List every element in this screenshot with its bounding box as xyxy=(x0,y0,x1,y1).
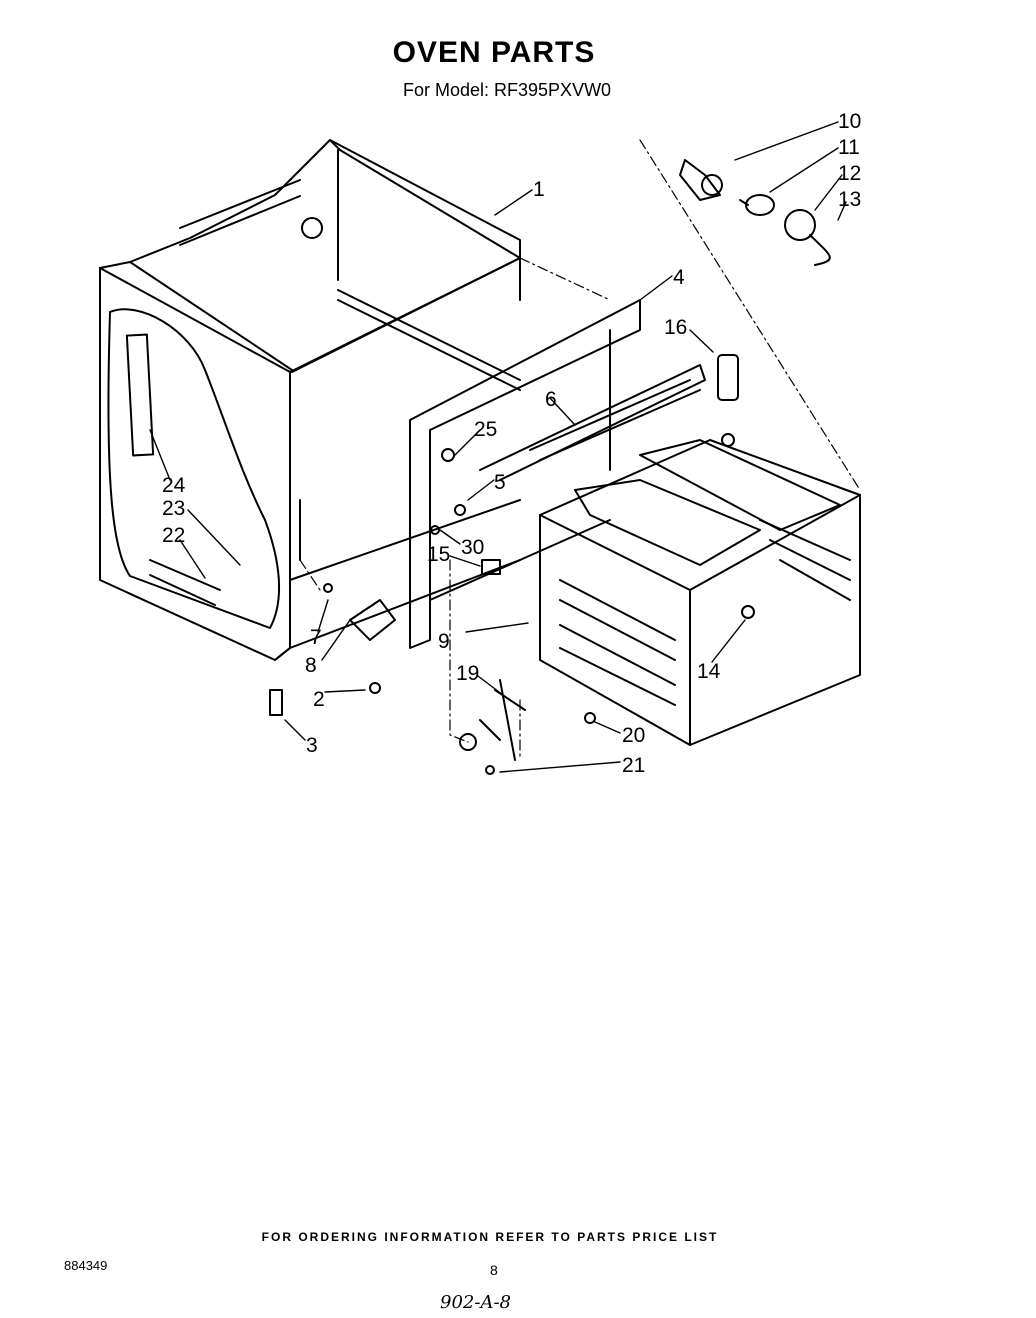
callout-10: 10 xyxy=(838,110,861,133)
callout-16: 16 xyxy=(664,316,687,339)
callout-13: 13 xyxy=(838,188,861,211)
callout-2: 2 xyxy=(313,688,325,711)
callout-11: 11 xyxy=(838,136,860,159)
callout-7: 7 xyxy=(310,626,322,649)
page-number: 8 xyxy=(490,1262,498,1278)
light-assembly xyxy=(679,159,831,266)
page-title: OVEN PARTS xyxy=(392,36,596,69)
ordering-note: FOR ORDERING INFORMATION REFER TO PARTS … xyxy=(261,1230,719,1244)
callout-14: 14 xyxy=(697,660,721,683)
callout-19: 19 xyxy=(456,662,479,685)
callout-20: 20 xyxy=(622,724,645,747)
callout-5: 5 xyxy=(494,471,506,494)
oven-cavity xyxy=(539,439,861,746)
model-line: For Model: RF395PXVW0 xyxy=(403,80,612,100)
handwritten-note: 902-A-8 xyxy=(440,1292,511,1313)
callout-25: 25 xyxy=(474,418,497,441)
callout-3: 3 xyxy=(306,734,318,757)
callout-22: 22 xyxy=(162,524,185,547)
callout-8: 8 xyxy=(305,654,317,677)
callout-12: 12 xyxy=(838,162,861,185)
callout-15: 15 xyxy=(427,543,450,566)
leader-lines xyxy=(149,121,847,773)
oven-cabinet xyxy=(99,139,521,661)
callout-24: 24 xyxy=(162,474,186,497)
assembly-lines xyxy=(299,139,861,761)
callout-6: 6 xyxy=(545,388,557,411)
callout-21: 21 xyxy=(622,754,645,777)
callout-30: 30 xyxy=(461,536,484,559)
small-parts xyxy=(269,354,739,775)
callout-9: 9 xyxy=(438,630,450,653)
callout-1: 1 xyxy=(533,178,545,201)
callout-4: 4 xyxy=(673,266,685,289)
callout-23: 23 xyxy=(162,497,185,520)
bake-element xyxy=(479,364,706,481)
document-number: 884349 xyxy=(64,1258,108,1273)
